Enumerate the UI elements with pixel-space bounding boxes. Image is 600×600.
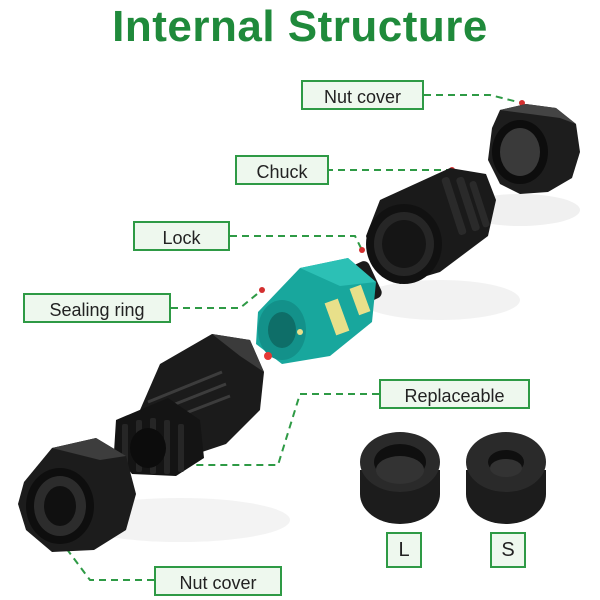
label-nut-cover-bottom: Nut cover [154, 566, 282, 596]
shadow-chuck [360, 280, 520, 320]
replaceable-ring-large [360, 432, 440, 524]
leader-nut-cover-bottom [65, 547, 154, 581]
connector-body-part [114, 334, 264, 476]
label-lock: Lock [133, 221, 230, 251]
leader-nut-cover-top [424, 94, 523, 104]
leader-lock [230, 235, 363, 251]
leader-lines [65, 94, 523, 581]
nut-cover-bottom-part [18, 438, 136, 552]
size-label-small: S [490, 532, 526, 568]
chuck-part [366, 168, 496, 284]
label-sealing-ring: Sealing ring [23, 293, 171, 323]
leader-sealing-ring [171, 289, 263, 309]
label-replaceable: Replaceable [379, 379, 530, 409]
size-label-large: L [386, 532, 422, 568]
label-nut-cover-top: Nut cover [301, 80, 424, 110]
replaceable-ring-small [466, 432, 546, 524]
label-chuck: Chuck [235, 155, 329, 185]
lock-sealing-ring-part [256, 258, 382, 364]
leader-replaceable [162, 393, 379, 466]
nut-cover-top-part [488, 104, 580, 194]
page-title: Internal Structure [112, 2, 488, 51]
